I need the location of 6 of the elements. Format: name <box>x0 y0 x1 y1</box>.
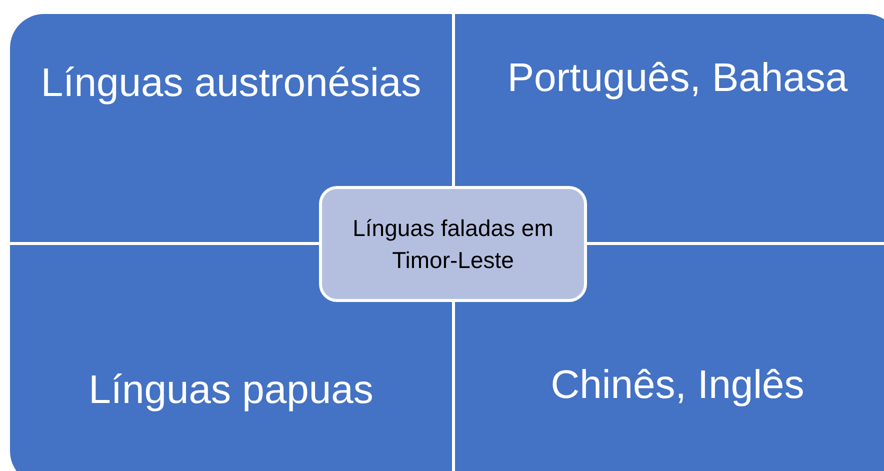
quadrant-label: Línguas papuas <box>88 367 374 414</box>
center-box <box>319 186 587 302</box>
quadrant-label: Chinês, Inglês <box>550 362 806 409</box>
quadrant-label: Português, Bahasa <box>506 55 849 102</box>
center-label: Línguas faladas em Timor-Leste <box>352 214 554 275</box>
quadrant-label: Línguas austronésias <box>40 60 422 107</box>
